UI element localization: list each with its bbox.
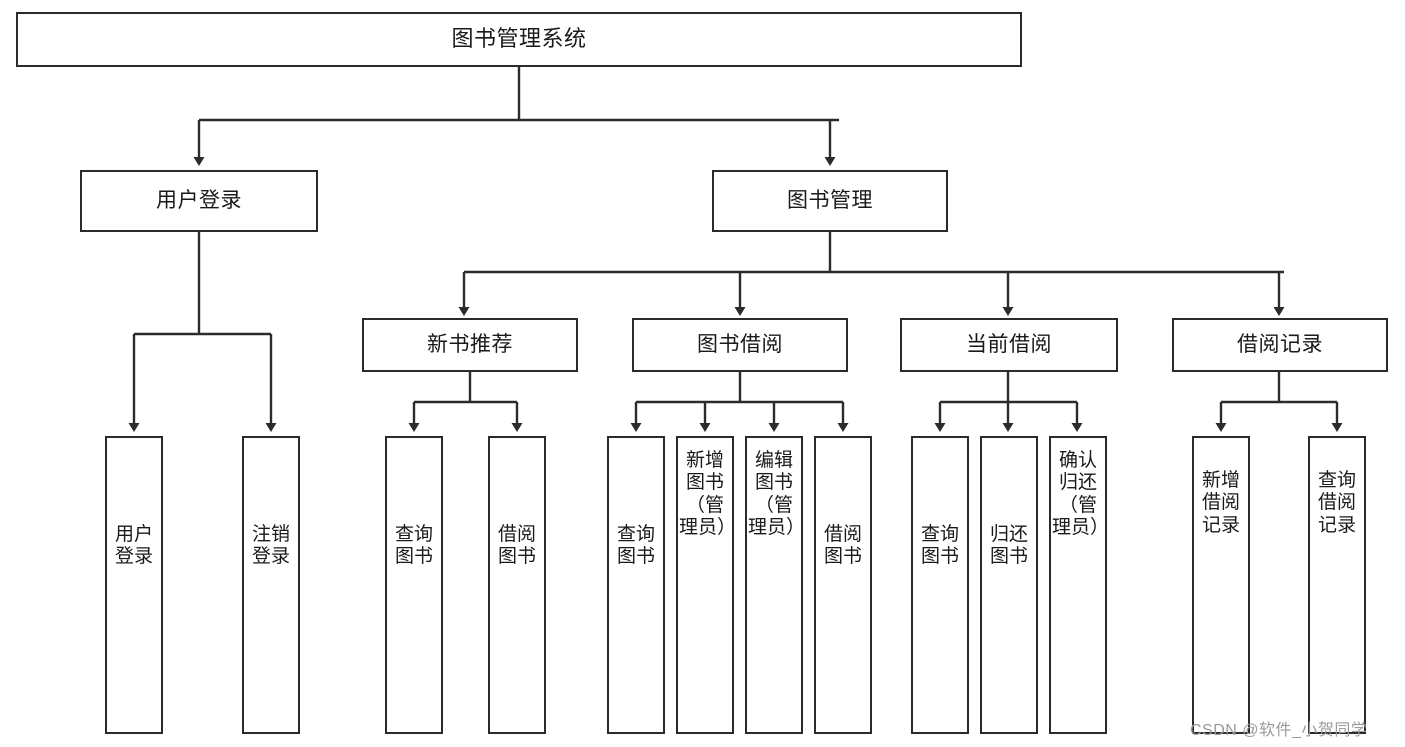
csdn-watermark: CSDN @软件_小贺同学 <box>1190 722 1368 739</box>
node-book-borrow[interactable]: 图书借阅 <box>632 318 848 372</box>
node-borrow-record-label: 借阅记录 <box>1237 333 1323 357</box>
node-leaf-borrow-book-2-label: 借阅图书 <box>823 524 862 568</box>
node-leaf-add-book-label: 新增图书（管理员） <box>679 450 737 539</box>
node-leaf-borrow-book-1-label: 借阅图书 <box>497 524 536 568</box>
node-leaf-user-login-label: 用户登录 <box>114 524 153 568</box>
node-leaf-add-borrow-record[interactable]: 新增借阅记录 <box>1192 436 1250 734</box>
node-leaf-query-book-2-label: 查询图书 <box>616 524 655 568</box>
node-leaf-add-borrow-record-label: 新增借阅记录 <box>1201 470 1240 536</box>
node-new-book-recommend[interactable]: 新书推荐 <box>362 318 578 372</box>
node-user-login-label: 用户登录 <box>156 189 242 213</box>
node-leaf-edit-book[interactable]: 编辑图书（管理员） <box>745 436 806 734</box>
node-root-label: 图书管理系统 <box>451 26 587 52</box>
node-leaf-edit-book-label: 编辑图书（管理员） <box>748 450 806 539</box>
node-user-login[interactable]: 用户登录 <box>80 170 318 232</box>
node-leaf-return-book[interactable]: 归还图书 <box>980 436 1038 734</box>
node-leaf-query-book-2[interactable]: 查询图书 <box>607 436 665 734</box>
node-current-borrow-label: 当前借阅 <box>966 333 1052 357</box>
node-leaf-borrow-book-1[interactable]: 借阅图书 <box>488 436 546 734</box>
node-leaf-return-book-label: 归还图书 <box>989 524 1028 568</box>
node-leaf-user-login[interactable]: 用户登录 <box>105 436 163 734</box>
node-leaf-logout-login-label: 注销登录 <box>251 524 290 568</box>
node-book-management-label: 图书管理 <box>787 189 873 213</box>
node-book-management[interactable]: 图书管理 <box>712 170 948 232</box>
node-leaf-confirm-return[interactable]: 确认归还（管理员） <box>1049 436 1110 734</box>
node-new-book-recommend-label: 新书推荐 <box>427 333 513 357</box>
node-book-borrow-label: 图书借阅 <box>697 333 783 357</box>
node-current-borrow[interactable]: 当前借阅 <box>900 318 1118 372</box>
node-leaf-query-borrow-record-label: 查询借阅记录 <box>1317 470 1356 536</box>
node-leaf-add-book[interactable]: 新增图书（管理员） <box>676 436 737 734</box>
node-borrow-record[interactable]: 借阅记录 <box>1172 318 1388 372</box>
node-leaf-confirm-return-label: 确认归还（管理员） <box>1052 450 1110 539</box>
node-leaf-query-borrow-record[interactable]: 查询借阅记录 <box>1308 436 1366 734</box>
node-leaf-logout-login[interactable]: 注销登录 <box>242 436 300 734</box>
node-leaf-query-book-3[interactable]: 查询图书 <box>911 436 969 734</box>
node-leaf-query-book-1-label: 查询图书 <box>394 524 433 568</box>
node-leaf-borrow-book-2[interactable]: 借阅图书 <box>814 436 872 734</box>
node-root-system[interactable]: 图书管理系统 <box>16 12 1022 67</box>
node-leaf-query-book-1[interactable]: 查询图书 <box>385 436 443 734</box>
node-leaf-query-book-3-label: 查询图书 <box>920 524 959 568</box>
